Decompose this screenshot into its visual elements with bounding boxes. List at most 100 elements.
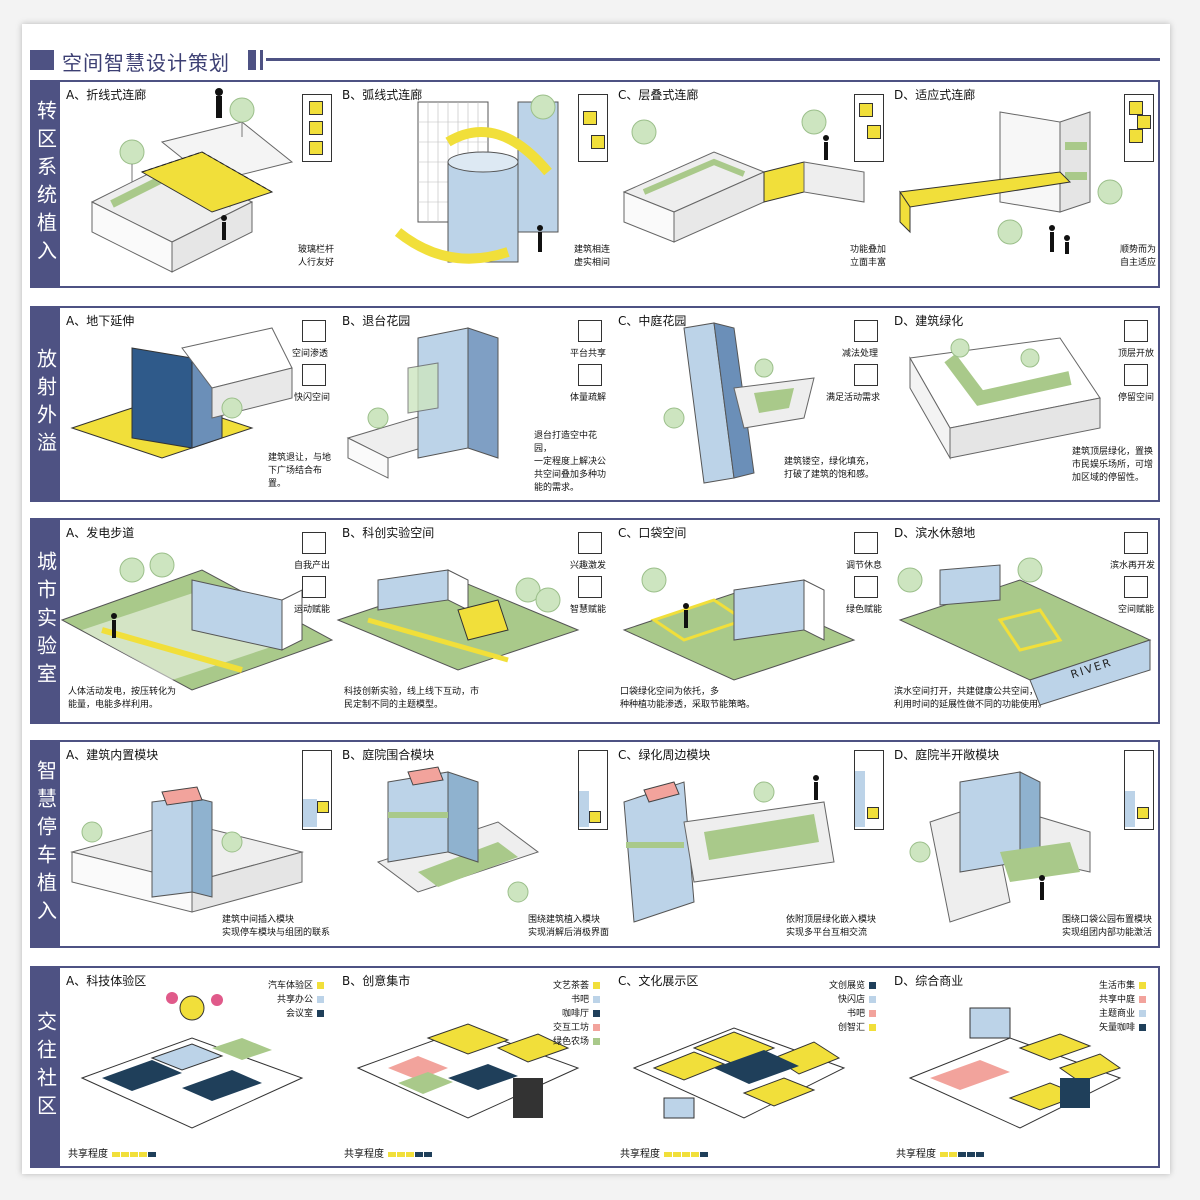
icon-caption: 调节休息 [846, 561, 883, 571]
internal-module-illustration [70, 786, 304, 913]
share-level: 共享程度 [68, 1145, 156, 1160]
panel-note: 科技创新实验，线上线下互动，市 民定制不同的主题模型。 [344, 687, 480, 710]
waterfront-redevelop-icon [1124, 532, 1148, 554]
section-label: 智慧停车植入 [32, 742, 60, 946]
platform-share-icon [578, 320, 602, 342]
panel-note: 建筑退让，与地 下广场结合布置。 [268, 453, 332, 489]
legend-item: 文艺茶荟 [553, 978, 600, 991]
panel-title: D、建筑绿化 [894, 314, 964, 328]
adaptive-corridor-illustration [899, 111, 1123, 254]
panel-note: 依附顶层绿化嵌入模块 实现多平台互相交流 [786, 915, 877, 938]
panel-creative-market: B、创意集市 文艺茶荟 书吧 咖啡厅 交互工坊 绿色农场 共享程度 [338, 968, 610, 1166]
legend-item: 会议室 [286, 1006, 324, 1019]
rooftop-open-icon [1124, 320, 1148, 342]
share-level: 共享程度 [620, 1145, 708, 1160]
icon-caption: 智慧赋能 [570, 605, 607, 615]
legend-item: 快闪店 [838, 992, 876, 1005]
panel-culture-exhibition: C、文化展示区 文创展览 快闪店 书吧 创智汇 共享程度 [614, 968, 886, 1166]
internal-module-diagram [302, 750, 332, 830]
section-label: 放射外溢 [32, 308, 60, 500]
panel-pocket-space: C、口袋空间 调节休息 绿色赋能 口袋绿化空间为依托，多 种种植功能渗透，采取节… [614, 520, 886, 722]
panel-zigzag-corridor: A、折线式连廊 玻璃栏杆 人行友好 [62, 82, 334, 286]
title-rule [266, 58, 1160, 61]
section-label: 交往社区 [32, 968, 60, 1166]
culture-exhibition-floorplan [632, 1027, 846, 1119]
legend-item: 创智汇 [838, 1020, 876, 1033]
icon-caption: 平台共享 [570, 349, 607, 359]
icon-caption: 顶层开放 [1118, 349, 1155, 359]
icon-caption: 运动赋能 [294, 605, 331, 615]
panel-note: 建筑相连 虚实相间 [574, 245, 611, 268]
panel-note: 退台打造空中花园， 一定程度上解决公 共空间叠加多种功 能的需求。 [534, 431, 607, 493]
runner-icon [302, 576, 326, 598]
panel-title: B、创意集市 [342, 974, 411, 988]
atrium-garden-illustration [663, 322, 815, 484]
legend-item: 矢量咖啡 [1099, 1020, 1146, 1033]
page-header: 空间智慧设计策划 [30, 50, 1162, 78]
icon-caption: 空间赋能 [1118, 605, 1155, 615]
battery-icon [302, 532, 326, 554]
pocket-space-illustration [622, 567, 856, 681]
panel-semi-open-module: D、庭院半开敞模块 围绕口袋公园布置模块 实现组团内部功能激活 [890, 742, 1156, 946]
icon-caption: 滨水再开发 [1110, 561, 1156, 571]
space-empower-icon [1124, 576, 1148, 598]
panel-courtyard-module: B、庭院围合模块 围绕建筑植入模块 实现消解后消极界面 [338, 742, 610, 946]
panel-note: 围绕口袋公园布置模块 实现组团内部功能激活 [1062, 915, 1153, 938]
icon-caption: 快闪空间 [294, 393, 331, 403]
panel-note: 顺势而为 自主适应 [1120, 245, 1157, 268]
legend-item: 共享中庭 [1099, 992, 1146, 1005]
courtyard-module-illustration [376, 766, 540, 903]
section-label: 转区系统植入 [32, 82, 60, 286]
adaptive-plan-diagram [1124, 94, 1154, 162]
panel-innovation-lab: B、科创实验空间 兴趣激发 智慧赋能 科技创新实验，线上线下互动，市 民定制不同… [336, 520, 610, 722]
legend-item: 汽车体验区 [268, 978, 324, 991]
section-corridor: 转区系统植入 A、折线式连廊 玻璃栏杆 人行友 [30, 80, 1160, 288]
panel-note: 口袋绿化空间为依托，多 种种植功能渗透，采取节能策略。 [620, 687, 756, 710]
panel-title: D、庭院半开敞模块 [894, 748, 1000, 762]
commercial-complex-floorplan [908, 1007, 1122, 1129]
stacked-corridor-illustration [622, 109, 865, 243]
icon-caption: 绿色赋能 [846, 605, 883, 615]
panel-building-greening: D、建筑绿化 顶层开放 停留空间 建筑顶层绿化，置换 市民娱乐场所，可增 加区域… [890, 308, 1156, 500]
section-radiation: 放射外溢 A、地下延伸 空间渗透 快闪空间 建筑退让，与地 下广场结合布置。 B… [30, 306, 1160, 502]
panel-stacked-corridor: C、层叠式连廊 功能叠加 立面丰富 [614, 82, 886, 286]
semi-open-module-illustration [909, 771, 1091, 923]
zigzag-corridor-illustration [90, 88, 294, 273]
title-bar-block [30, 50, 54, 70]
underground-illustration [70, 327, 293, 459]
panel-title: B、弧线式连廊 [342, 88, 423, 102]
panel-note: 建筑顶层绿化，置换 市民娱乐场所，可增 加区域的停留性。 [1072, 447, 1154, 483]
icon-caption: 体量疏解 [570, 393, 607, 403]
page-title: 空间智慧设计策划 [62, 51, 230, 75]
subtraction-icon [854, 320, 878, 342]
panel-underground-extension: A、地下延伸 空间渗透 快闪空间 建筑退让，与地 下广场结合布置。 [62, 308, 334, 500]
icon-caption: 兴趣激发 [570, 561, 607, 571]
panel-title: D、综合商业 [894, 974, 964, 988]
innovation-lab-illustration [336, 569, 580, 671]
panel-title: C、口袋空间 [618, 526, 687, 540]
panel-note: 功能叠加 立面丰富 [850, 245, 887, 268]
panel-title: A、建筑内置模块 [66, 748, 159, 762]
panel-adaptive-corridor: D、适应式连廊 顺势而为 自主适应 [890, 82, 1156, 286]
terrace-garden-illustration [346, 327, 499, 479]
section-smart-parking: 智慧停车植入 A、建筑内置模块 建筑中间插入模块 实现停车模块与组团的联系 B、… [30, 740, 1160, 948]
creative-market-floorplan [356, 1023, 580, 1119]
title-bar-end [248, 50, 256, 70]
green-perimeter-diagram [854, 750, 884, 830]
chat-rest-icon [854, 532, 878, 554]
share-level: 共享程度 [344, 1145, 432, 1160]
arc-corridor-illustration [394, 94, 559, 264]
panel-waterfront-rest: D、滨水休憩地 RIVER 滨水再开发 空间赋能 滨水空间打开，共建健康公共空间… [890, 520, 1156, 722]
icon-caption: 空间渗透 [292, 349, 329, 359]
panel-note: 围绕建筑植入模块 实现消解后消极界面 [528, 915, 610, 938]
icon-caption: 减法处理 [842, 349, 879, 359]
legend-item: 共享办公 [277, 992, 324, 1005]
section-community: 交往社区 A、科技体验区 汽车体验区 共享办公 会议室 共享程度 B、创意集市 [30, 966, 1160, 1168]
smart-empower-icon [578, 576, 602, 598]
waterfront-illustration [897, 557, 1152, 706]
legend-item: 绿色农场 [553, 1034, 600, 1047]
panel-title: C、绿化周边模块 [618, 748, 711, 762]
panel-title: D、滨水休憩地 [894, 526, 976, 540]
panel-title: A、折线式连廊 [66, 88, 147, 102]
power-walkway-illustration [60, 552, 334, 691]
